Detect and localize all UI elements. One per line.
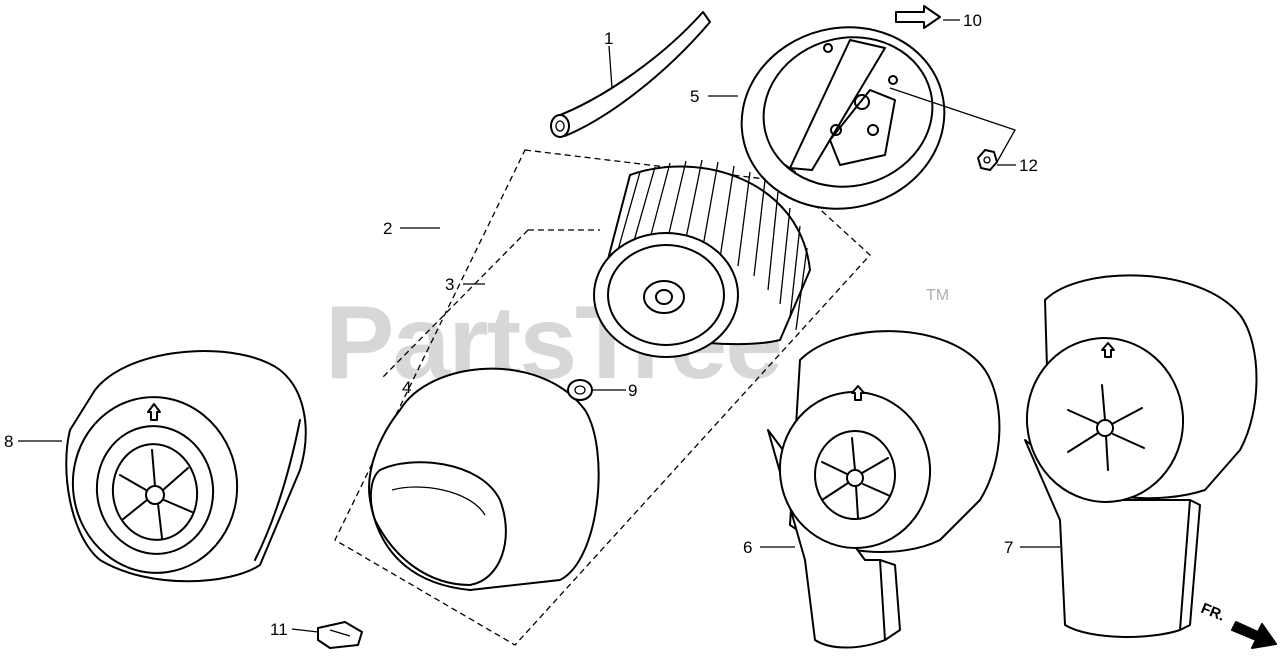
front-direction-label: FR. bbox=[1199, 600, 1228, 625]
callout-12: 12 bbox=[1019, 156, 1038, 175]
part-12-nut[interactable] bbox=[977, 149, 998, 171]
part-5-cover[interactable] bbox=[722, 6, 963, 230]
part-11-clip[interactable] bbox=[317, 621, 363, 649]
part-4-foam[interactable] bbox=[368, 367, 600, 591]
part-9-grommet[interactable] bbox=[567, 379, 593, 401]
part-7-case-snorkel[interactable] bbox=[1019, 274, 1258, 638]
part-8-case[interactable] bbox=[62, 350, 307, 583]
part-1-hose[interactable] bbox=[550, 11, 711, 138]
callout-4: 4 bbox=[402, 378, 411, 397]
callout-labels: 1 2 3 4 5 6 7 8 9 10 11 12 bbox=[4, 11, 1038, 639]
callout-10: 10 bbox=[963, 11, 982, 30]
callout-8: 8 bbox=[4, 432, 13, 451]
part-3-filter[interactable] bbox=[593, 159, 811, 358]
callout-7: 7 bbox=[1004, 538, 1013, 557]
callout-1: 1 bbox=[604, 29, 613, 48]
callout-9: 9 bbox=[628, 381, 637, 400]
callout-11: 11 bbox=[270, 620, 288, 639]
leader-lines bbox=[18, 19, 1060, 633]
callout-6: 6 bbox=[743, 538, 752, 557]
part-10-arrow bbox=[895, 5, 941, 29]
assembly-outline-3 bbox=[381, 229, 600, 379]
front-direction-indicator: FR. bbox=[1199, 600, 1277, 649]
callout-5: 5 bbox=[690, 87, 699, 106]
part-6-case-snorkel[interactable] bbox=[767, 330, 1001, 649]
assembly-outline-2 bbox=[334, 149, 871, 646]
watermark-trademark: TM bbox=[926, 287, 949, 304]
callout-3: 3 bbox=[445, 275, 454, 294]
callout-2: 2 bbox=[383, 219, 392, 238]
